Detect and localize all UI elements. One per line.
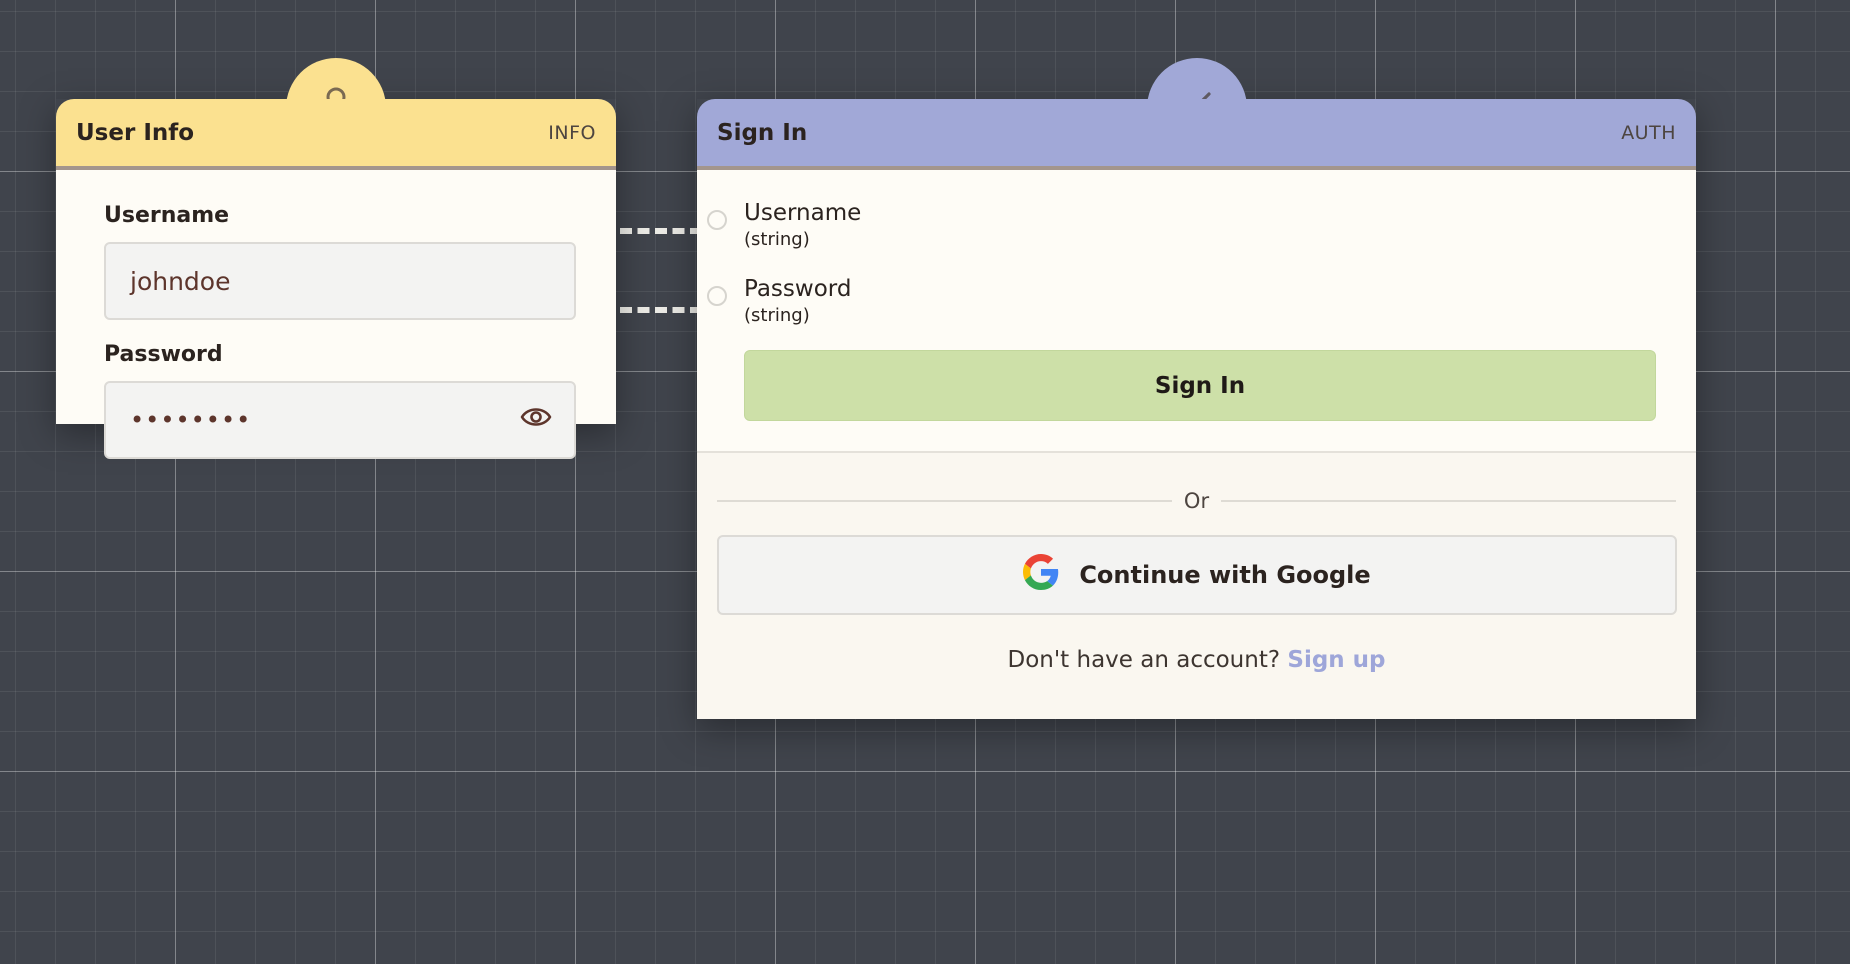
sign-in-header[interactable]: Sign In AUTH [697, 99, 1696, 170]
eye-icon[interactable] [520, 406, 552, 434]
divider-line [1221, 500, 1677, 502]
user-info-body: Username johndoe Password •••••••• [56, 170, 616, 459]
sign-in-alternatives: Or Continue with Google Don't have an ac… [697, 453, 1696, 719]
username-input[interactable]: johndoe [104, 242, 576, 320]
input-port-username: Username (string) [707, 198, 1656, 252]
port-handle[interactable] [707, 210, 727, 230]
sign-in-button[interactable]: Sign In [744, 350, 1656, 421]
divider-line [717, 500, 1172, 502]
node-title: Sign In [717, 119, 808, 146]
google-icon [1023, 554, 1059, 596]
sign-up-prompt-text: Don't have an account? [1007, 647, 1281, 673]
divider-text: Or [1183, 489, 1210, 513]
node-title: User Info [76, 119, 195, 146]
sign-in-inputs: Username (string) Password (string) Sign… [697, 170, 1696, 453]
username-label: Username [104, 203, 230, 228]
or-divider: Or [717, 489, 1677, 513]
sign-up-prompt: Don't have an account? Sign up [717, 647, 1676, 673]
google-button-label: Continue with Google [1079, 561, 1371, 589]
port-type: (string) [744, 229, 810, 250]
port-name: Password [744, 276, 852, 302]
password-input[interactable]: •••••••• [104, 381, 576, 459]
node-type-badge: AUTH [1621, 121, 1676, 144]
port-name: Username [744, 200, 862, 226]
port-handle[interactable] [707, 286, 727, 306]
input-port-password: Password (string) [707, 274, 1656, 328]
username-value: johndoe [130, 266, 231, 296]
google-sign-in-button[interactable]: Continue with Google [717, 535, 1677, 615]
password-label: Password [104, 342, 223, 367]
port-type: (string) [744, 305, 810, 326]
sign-up-link[interactable]: Sign up [1287, 647, 1386, 673]
node-type-badge: INFO [548, 121, 596, 144]
password-value: •••••••• [130, 406, 252, 434]
user-info-node[interactable]: User Info INFO Username johndoe Password… [56, 58, 616, 459]
edge-username [620, 228, 702, 234]
sign-in-node[interactable]: Sign In AUTH Username (string) Password … [697, 58, 1696, 719]
user-info-header[interactable]: User Info INFO [56, 99, 616, 170]
edge-password [620, 307, 702, 313]
